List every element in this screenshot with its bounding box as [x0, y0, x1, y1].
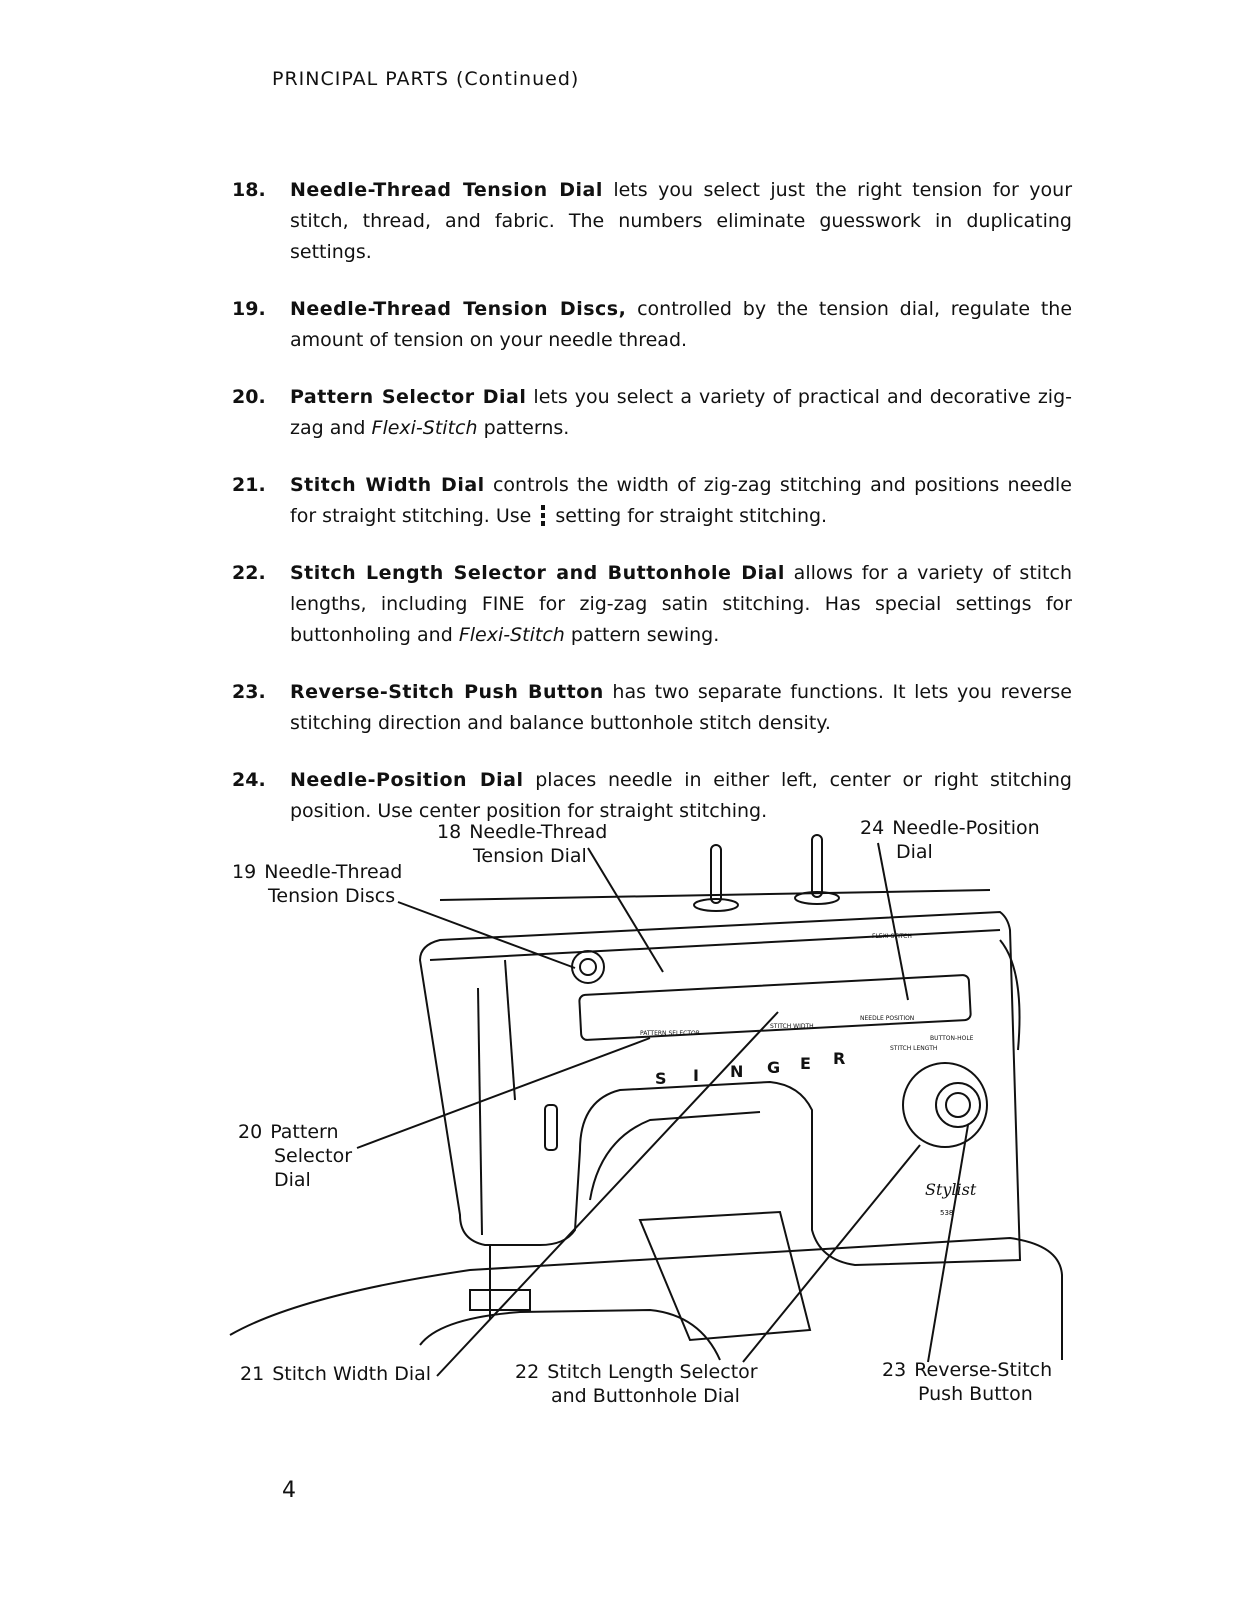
item-term: Reverse-Stitch Push Button [290, 681, 604, 703]
model-script: Stylist [925, 1180, 977, 1199]
reverse-stitch-button [935, 1082, 981, 1128]
spool-pin-base-left [693, 898, 739, 912]
top-cover-line [439, 889, 991, 901]
page-number: 4 [282, 1478, 296, 1503]
machine-base-outline [229, 1236, 1063, 1360]
spool-pin-left [710, 844, 722, 904]
thread-take-up-lever [504, 959, 516, 1101]
presser-foot [469, 1289, 531, 1311]
callout-label: Stitch Width Dial [272, 1363, 432, 1385]
callout-label: Tension Discs [268, 885, 396, 907]
tension-discs [571, 950, 605, 984]
item-number: 22. [232, 562, 266, 584]
item-term: Pattern Selector Dial [290, 386, 527, 408]
list-item: 22. Stitch Length Selector and Buttonhol… [232, 558, 1072, 651]
item-term: Needle-Position Dial [290, 769, 524, 791]
item-term: Needle-Thread Tension Dial [290, 179, 603, 201]
spool-pin-base-right [794, 891, 840, 905]
leader-23 [927, 1124, 969, 1363]
control-panel-window [578, 974, 972, 1041]
item-text: controls the width of zig-zag stitching … [290, 474, 1072, 527]
list-item: 21. Stitch Width Dial controls the width… [232, 470, 1072, 532]
item-number: 18. [232, 179, 266, 201]
item-text-end: pattern sewing. [564, 624, 720, 646]
item-term: Needle-Thread Tension Discs, [290, 298, 627, 320]
panel-label-position: NEEDLE POSITION [860, 1015, 914, 1022]
item-term: Stitch Width Dial [290, 474, 485, 496]
callout-label: Dial [274, 1169, 311, 1191]
item-text: lets you select just the right tension f… [290, 179, 1073, 263]
brand-letter: G [767, 1058, 780, 1077]
panel-label-pattern: PATTERN SELECTOR [640, 1030, 700, 1037]
handwheel-edge [999, 939, 1021, 1051]
callout-number: 23 [882, 1359, 907, 1381]
parts-list: 18. Needle-Thread Tension Dial lets you … [232, 175, 1072, 853]
item-number: 23. [232, 681, 266, 703]
panel-label-width: STITCH WIDTH [770, 1023, 814, 1030]
brand-letter: N [730, 1062, 743, 1081]
item-text-end: patterns. [477, 417, 570, 439]
bed-cover-plate [638, 1210, 812, 1342]
callout-label: Selector [274, 1145, 353, 1167]
callout-22: 22 Stitch Length Selector and Buttonhole … [515, 1360, 758, 1408]
item-number: 24. [232, 769, 266, 791]
callout-number: 22 [515, 1361, 540, 1383]
straight-stitch-icon [541, 504, 546, 529]
callout-number: 21 [240, 1363, 265, 1385]
callout-19: 19 Needle-Thread Tension Discs [232, 860, 402, 908]
brand-lettering: S I N G E R [655, 1049, 845, 1088]
leader-20 [356, 1037, 651, 1149]
callout-23: 23 Reverse-Stitch Push Button [882, 1358, 1052, 1406]
item-text: allows for a variety of stitch lengths, … [290, 562, 1072, 646]
callout-label: and Buttonhole Dial [551, 1385, 740, 1407]
leader-22 [742, 1144, 921, 1363]
needle-plate-outline [419, 1308, 721, 1361]
stitch-length-dial [902, 1062, 988, 1148]
callout-label: Needle-Thread [264, 861, 403, 883]
list-item: 24. Needle-Position Dial places needle i… [232, 765, 1072, 827]
callout-number: 19 [232, 861, 257, 883]
machine-body-outline [418, 910, 1022, 1267]
arm-inner-curve [589, 1111, 761, 1201]
list-item: 20. Pattern Selector Dial lets you selec… [232, 382, 1072, 444]
callout-label: Pattern [270, 1121, 339, 1143]
callout-21: 21 Stitch Width Dial [240, 1362, 431, 1386]
item-number: 20. [232, 386, 266, 408]
callout-label: Stitch Length Selector [547, 1361, 758, 1383]
top-edge-line [429, 929, 1001, 961]
brand-letter: R [833, 1049, 845, 1068]
callout-20: 20 Pattern Selector Dial [238, 1120, 352, 1192]
model-number: 538 [940, 1209, 953, 1217]
item-text: lets you select a variety of practical a… [290, 386, 1072, 439]
brand-letter: S [655, 1069, 667, 1088]
panel-label-buttonhole: BUTTON-HOLE [930, 1035, 974, 1042]
leader-24 [877, 842, 909, 1001]
item-number: 21. [232, 474, 266, 496]
panel-label-flexi: FLEXI-STITCH [872, 933, 912, 940]
list-item: 19. Needle-Thread Tension Discs, control… [232, 294, 1072, 356]
leader-19 [397, 901, 576, 969]
leader-18 [587, 847, 664, 973]
callout-number: 20 [238, 1121, 263, 1143]
list-item: 23. Reverse-Stitch Push Button has two s… [232, 677, 1072, 739]
callout-label: Push Button [918, 1383, 1033, 1405]
list-item: 18. Needle-Thread Tension Dial lets you … [232, 175, 1072, 268]
item-number: 19. [232, 298, 266, 320]
front-panel-left-edge [477, 987, 483, 1236]
item-italic: Flexi-Stitch [458, 624, 565, 646]
leader-21 [436, 1011, 779, 1377]
callout-label: Reverse-Stitch [914, 1359, 1053, 1381]
item-term: Stitch Length Selector and Buttonhole Di… [290, 562, 785, 584]
item-text: has two separate functions. It lets you … [290, 681, 1072, 734]
brand-letter: E [800, 1054, 811, 1073]
item-text: controlled by the tension dial, regulate… [290, 298, 1073, 351]
page-header: PRINCIPAL PARTS (Continued) [272, 68, 580, 90]
item-text-end: setting for straight stitching. [555, 505, 828, 527]
panel-label-length: STITCH LENGTH [890, 1045, 937, 1052]
callout-leaders [356, 842, 969, 1377]
item-text: places needle in either left, center or … [290, 769, 1072, 822]
item-italic: Flexi-Stitch [371, 417, 478, 439]
bobbin-winder [544, 1104, 558, 1151]
brand-letter: I [693, 1066, 699, 1085]
